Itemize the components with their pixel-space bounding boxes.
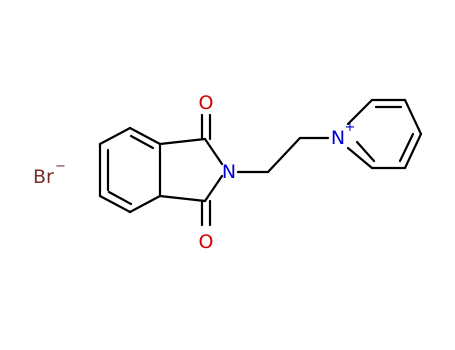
pyridinium-charge: + (345, 120, 356, 135)
ethylene-linker (236, 136, 330, 174)
oxygen-bottom-label: O (199, 231, 214, 253)
bond (403, 98, 423, 136)
bond (355, 140, 376, 163)
bromide-charge: − (55, 159, 66, 174)
bond (129, 134, 155, 150)
bond (203, 137, 224, 166)
pyridinium-nitrogen-label: N (331, 127, 345, 149)
bond (98, 126, 132, 146)
bond (158, 137, 207, 146)
imide-ring (158, 113, 224, 227)
bond (107, 190, 133, 206)
bond (346, 98, 374, 126)
bond (128, 126, 162, 146)
bond (128, 194, 162, 214)
bond (266, 136, 302, 174)
bond (346, 146, 374, 170)
imide-nitrogen-label: N (222, 161, 236, 183)
oxygen-top-label: O (199, 92, 214, 114)
benzene-ring (98, 126, 162, 214)
bond (203, 174, 224, 203)
bond (98, 194, 132, 214)
bond (403, 132, 423, 170)
pyridinium-ring (346, 98, 423, 170)
bromide-label: Br (33, 166, 54, 188)
bond (398, 132, 415, 163)
bond (158, 194, 207, 203)
